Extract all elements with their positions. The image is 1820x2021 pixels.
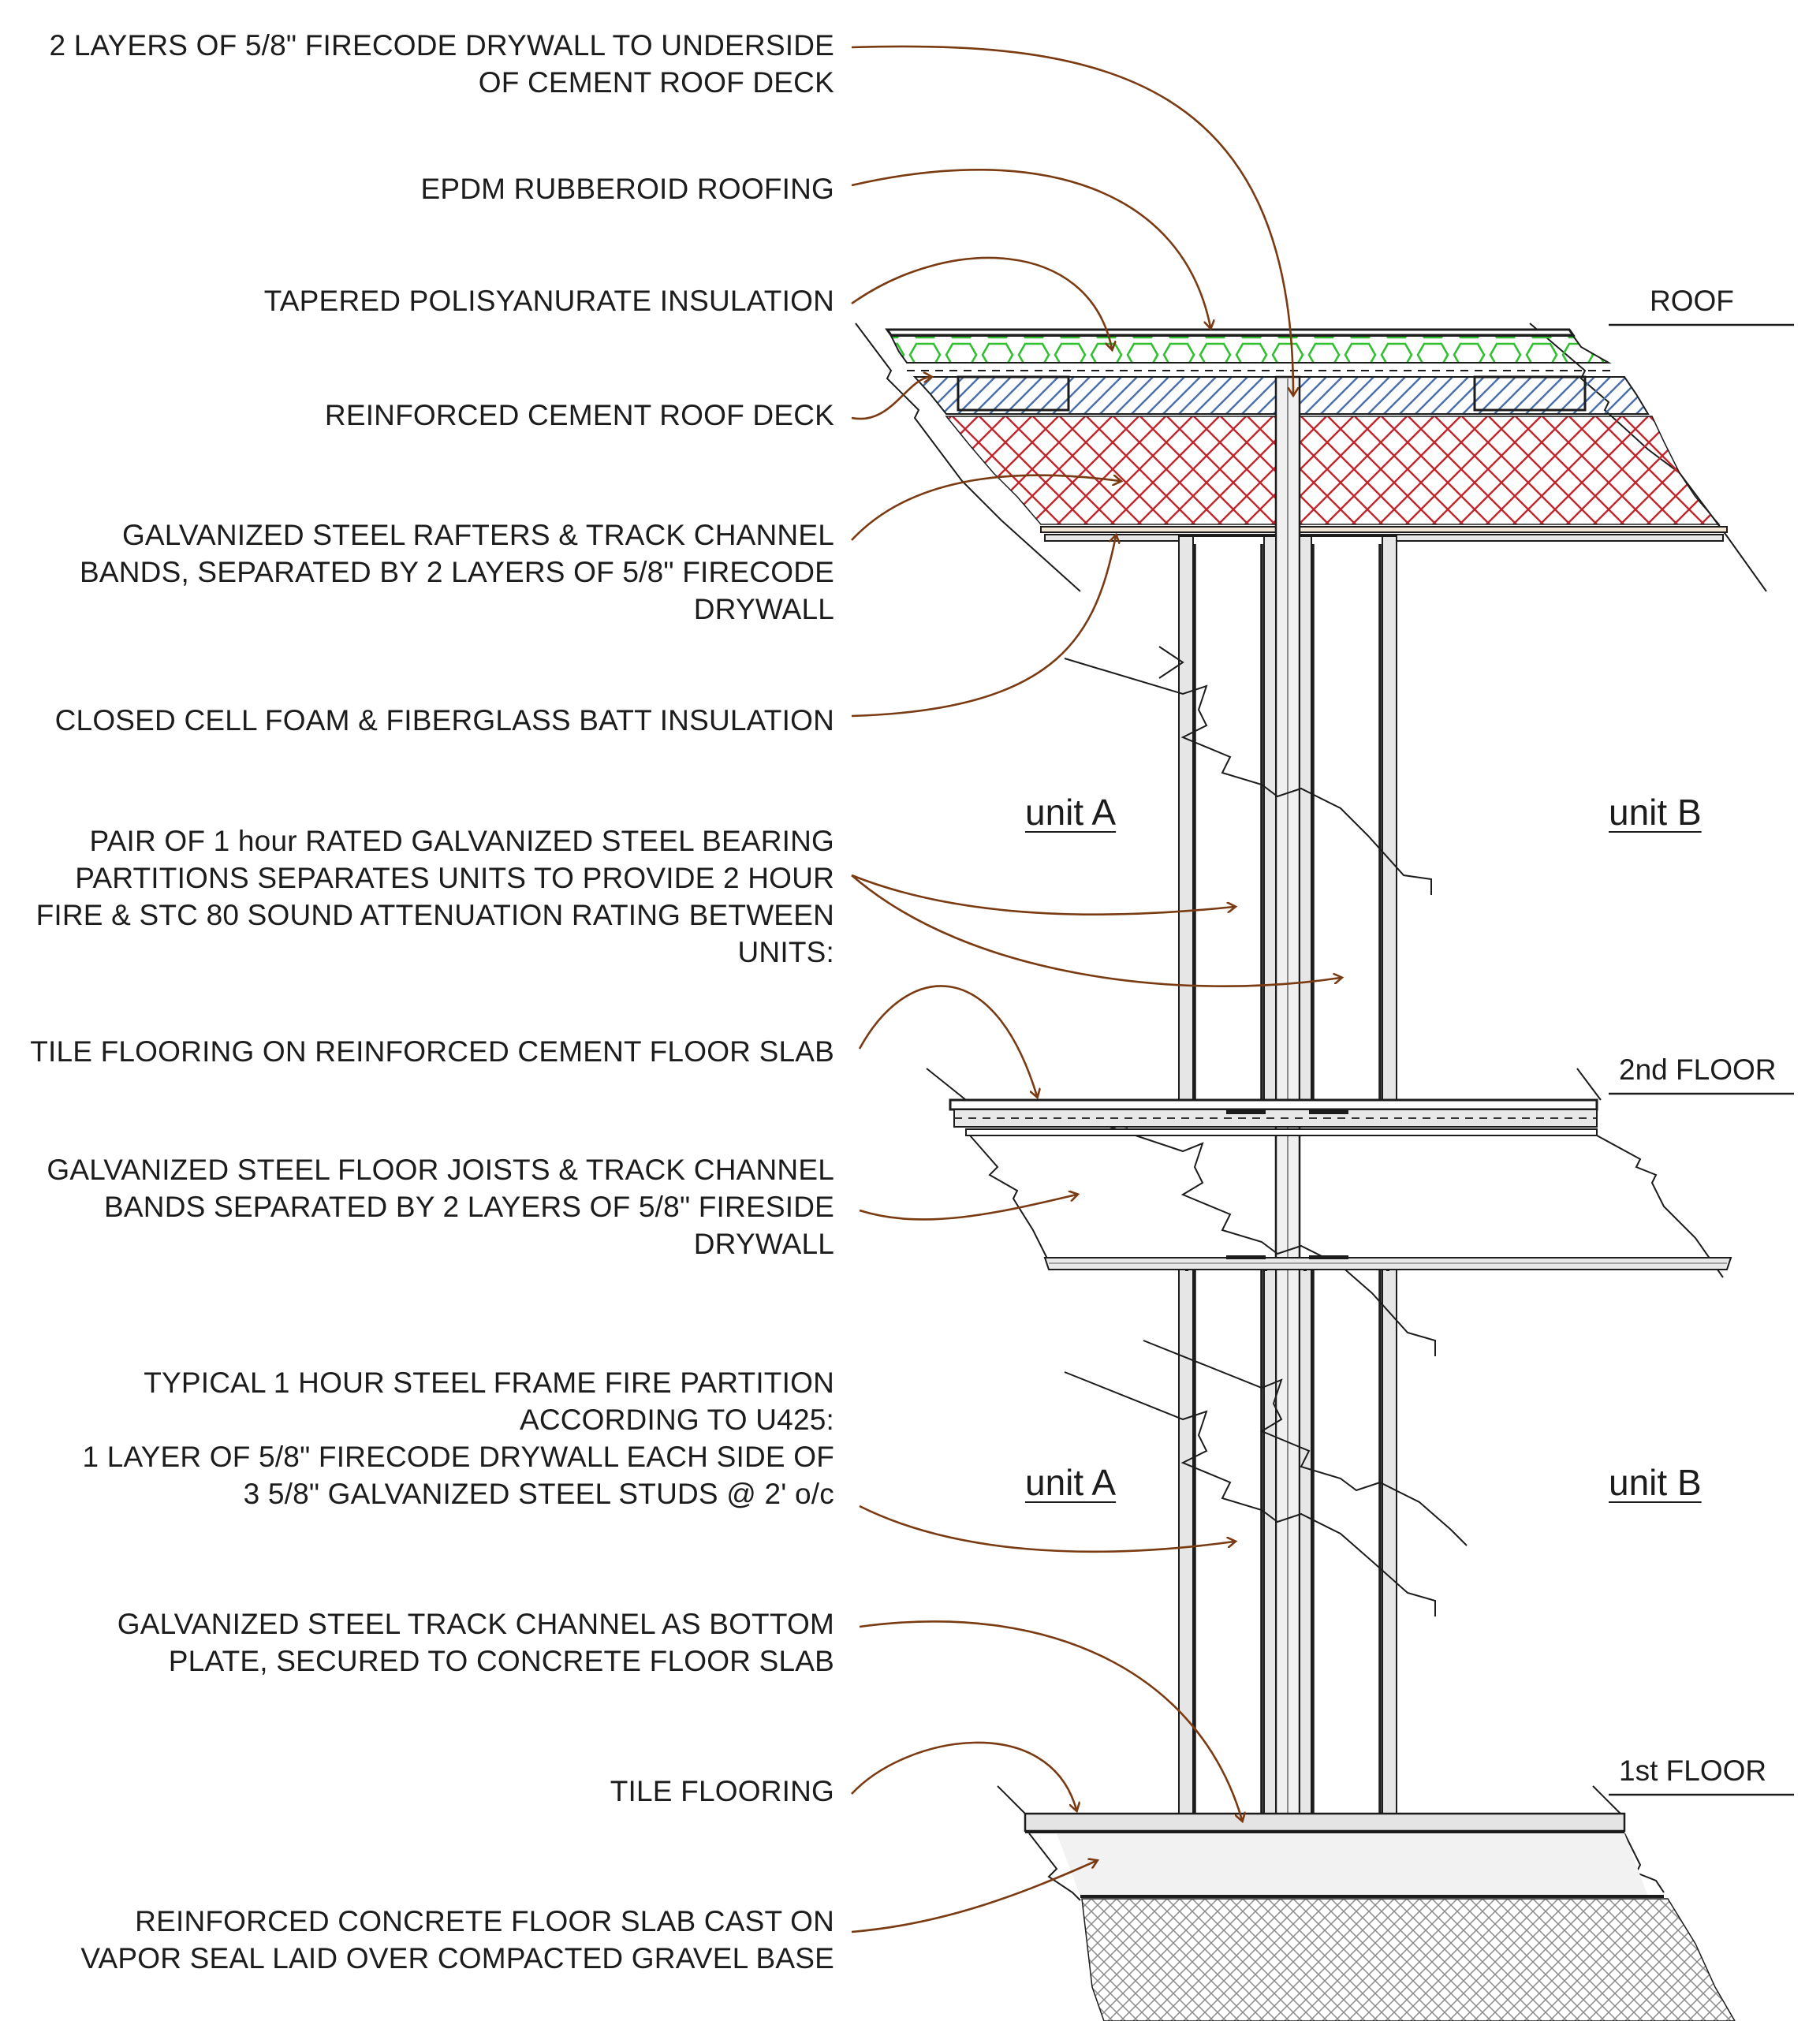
- callout-line: TILE FLOORING: [610, 1775, 834, 1807]
- callout-line: DRYWALL: [693, 1228, 834, 1260]
- level-label-roof: ROOF: [1650, 285, 1734, 317]
- leader-floor-joists: [859, 1195, 1076, 1221]
- callout-line: DRYWALL: [693, 593, 834, 625]
- leader-arrows: [851, 45, 1341, 1933]
- leader-pair-partitions-a: [851, 874, 1234, 916]
- callout-line: REINFORCED CONCRETE FLOOR SLAB CAST ON: [135, 1905, 834, 1937]
- callout-line: FIRE & STC 80 SOUND ATTENUATION RATING B…: [35, 899, 834, 931]
- leader-cement-deck: [851, 377, 931, 420]
- level-label-second-floor: 2nd FLOOR: [1619, 1053, 1777, 1086]
- tile-flooring: [1024, 1812, 1626, 1833]
- epdm-membrane: [885, 328, 1576, 337]
- leader-concrete-slab: [851, 1861, 1096, 1933]
- gravel-base: [1081, 1898, 1736, 2021]
- callout-line: GALVANIZED STEEL RAFTERS & TRACK CHANNEL: [121, 519, 834, 551]
- callout-foam-batt-insulation: CLOSED CELL FOAM & FIBERGLASS BATT INSUL…: [55, 702, 834, 739]
- roof-ceiling-drywall-top: [1040, 526, 1728, 533]
- callout-line: PARTITIONS SEPARATES UNITS TO PROVIDE 2 …: [75, 862, 834, 894]
- callout-line: UNITS:: [737, 936, 834, 968]
- callout-line: EPDM RUBBEROID ROOFING: [420, 173, 834, 205]
- callout-concrete-slab: REINFORCED CONCRETE FLOOR SLAB CAST ON V…: [80, 1903, 834, 1977]
- tapered-insulation: [889, 335, 1612, 364]
- callout-typical-partition: TYPICAL 1 HOUR STEEL FRAME FIRE PARTITIO…: [82, 1364, 834, 1512]
- second-floor-assembly: [926, 1068, 1732, 1278]
- roof-assembly: [855, 323, 1767, 592]
- callout-line: 1 LAYER OF 5/8" FIRECODE DRYWALL EACH SI…: [82, 1441, 834, 1473]
- level-label-first-floor: 1st FLOOR: [1619, 1754, 1767, 1787]
- callout-line: PAIR OF 1 hour RATED GALVANIZED STEEL BE…: [89, 825, 834, 857]
- callout-track-channel: GALVANIZED STEEL TRACK CHANNEL AS BOTTOM…: [117, 1605, 834, 1680]
- callout-line: PLATE, SECURED TO CONCRETE FLOOR SLAB: [168, 1645, 834, 1677]
- first-floor-assembly: [997, 1785, 1736, 2021]
- callout-line: TAPERED POLISYANURATE INSULATION: [263, 285, 834, 317]
- callout-line: GALVANIZED STEEL TRACK CHANNEL AS BOTTOM: [117, 1608, 834, 1640]
- callout-line: ACCORDING TO U425:: [519, 1404, 834, 1436]
- unit-label-upper-a: unit A: [1025, 792, 1117, 833]
- callout-tile-floor-slab: TILE FLOORING ON REINFORCED CEMENT FLOOR…: [30, 1033, 834, 1070]
- callout-steel-rafters: GALVANIZED STEEL RAFTERS & TRACK CHANNEL…: [80, 516, 834, 628]
- leader-typical-partition: [859, 1505, 1234, 1553]
- unit-label-lower-a: unit A: [1025, 1462, 1117, 1503]
- unit-label-upper-b: unit B: [1609, 792, 1702, 833]
- callout-line: GALVANIZED STEEL FLOOR JOISTS & TRACK CH…: [47, 1154, 834, 1186]
- leader-tile-floor-slab: [858, 985, 1037, 1096]
- callout-floor-joists: GALVANIZED STEEL FLOOR JOISTS & TRACK CH…: [47, 1151, 834, 1262]
- roof-break-left: [855, 323, 1081, 592]
- callout-bearing-partitions: PAIR OF 1 hour RATED GALVANIZED STEEL BE…: [36, 822, 834, 971]
- leader-batt-insulation: [851, 536, 1116, 718]
- callout-tile-flooring: TILE FLOORING: [610, 1773, 834, 1810]
- callout-line: BANDS, SEPARATED BY 2 LAYERS OF 5/8" FIR…: [80, 556, 834, 588]
- callout-line: TYPICAL 1 HOUR STEEL FRAME FIRE PARTITIO…: [144, 1367, 834, 1399]
- leader-tile-flooring: [851, 1741, 1076, 1810]
- callout-cement-roof-deck: REINFORCED CEMENT ROOF DECK: [325, 397, 834, 434]
- leader-rafters: [851, 474, 1120, 541]
- floor-slab: [1057, 1833, 1648, 1896]
- leader-track-channel: [859, 1620, 1242, 1820]
- callout-line: CLOSED CELL FOAM & FIBERGLASS BATT INSUL…: [54, 704, 834, 736]
- callout-line: BANDS SEPARATED BY 2 LAYERS OF 5/8" FIRE…: [104, 1191, 834, 1223]
- leader-pair-partitions-b: [851, 874, 1341, 987]
- roof-channel-right: [1473, 375, 1587, 412]
- callout-epdm-roofing: EPDM RUBBEROID ROOFING: [421, 170, 835, 207]
- callout-line: 3 5/8" GALVANIZED STEEL STUDS @ 2' o/c: [243, 1478, 834, 1510]
- callout-drywall-roof-deck: 2 LAYERS OF 5/8" FIRECODE DRYWALL TO UND…: [49, 27, 834, 101]
- callout-line: VAPOR SEAL LAID OVER COMPACTED GRAVEL BA…: [80, 1942, 834, 1974]
- callout-line: TILE FLOORING ON REINFORCED CEMENT FLOOR…: [30, 1035, 834, 1068]
- callout-line: 2 LAYERS OF 5/8" FIRECODE DRYWALL TO UND…: [49, 29, 834, 62]
- roof-channel-left: [957, 375, 1070, 412]
- leader-epdm: [851, 168, 1210, 327]
- callout-line: REINFORCED CEMENT ROOF DECK: [324, 399, 834, 431]
- callout-line: OF CEMENT ROOF DECK: [478, 66, 834, 99]
- roof-batt-insulation: [945, 416, 1721, 525]
- leader-tapered-insulation: [851, 256, 1112, 349]
- leader-drywall-roof-deck: [851, 45, 1293, 394]
- callout-tapered-insulation: TAPERED POLISYANURATE INSULATION: [264, 282, 834, 319]
- unit-label-lower-b: unit B: [1609, 1462, 1702, 1503]
- floor-slab-break-left: [1028, 1833, 1081, 1901]
